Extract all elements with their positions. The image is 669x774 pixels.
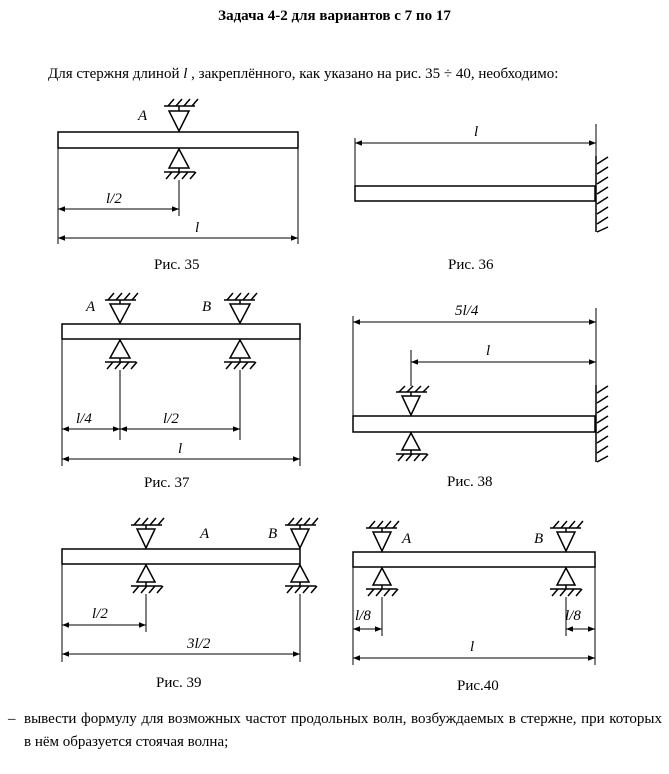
intro-after: , закреплённого, как указано на рис. 35 …	[187, 66, 559, 82]
support-b-top-39	[285, 517, 319, 550]
fig37-dim-quarter: l/4	[76, 411, 92, 427]
fig35-support-label: A	[137, 108, 148, 124]
support-b-bottom-40	[550, 566, 583, 597]
figures-drawing: A l/2 l l A B l/4 l/2 l 5l/4 l A B l/2 3…	[57, 98, 609, 665]
support-b-top-40	[550, 520, 584, 553]
fig37-support-b-label: B	[202, 299, 211, 315]
support-a-bottom-39	[131, 563, 164, 594]
support-a-bottom-37	[105, 338, 138, 370]
wall-36	[595, 156, 609, 233]
rod-40	[352, 551, 596, 568]
support-top-38	[396, 385, 430, 417]
rod-38	[352, 415, 596, 433]
rod-39	[61, 548, 301, 565]
bullet-text: вывести формулу для возможных частот про…	[24, 711, 662, 750]
fig40-caption: Рис.40	[457, 678, 499, 694]
fig40-dim-left: l/8	[355, 608, 371, 624]
support-a-top-39	[131, 517, 165, 550]
support-top-35	[164, 98, 199, 133]
fig40-support-a-label: A	[401, 531, 412, 547]
support-bottom-38	[396, 431, 429, 462]
support-a-bottom-40	[366, 566, 399, 597]
rod-35	[57, 131, 299, 149]
fig36-dim-full: l	[474, 124, 478, 140]
fig40-support-b-label: B	[534, 531, 543, 547]
figure-37	[61, 292, 301, 466]
fig37-dim-full: l	[178, 441, 182, 457]
task-title: Задача 4-2 для вариантов с 7 по 17	[218, 8, 451, 24]
fig35-dim-half: l/2	[106, 191, 122, 207]
fig37-support-a-label: A	[85, 299, 96, 315]
fig39-caption: Рис. 39	[156, 675, 202, 691]
support-a-top-40	[366, 520, 400, 553]
fig38-caption: Рис. 38	[447, 474, 493, 490]
intro-text: Для стержня длиной l , закреплённого, ка…	[48, 66, 558, 83]
bullet-dash: –	[8, 711, 16, 727]
fig39-dim-full: 3l/2	[186, 636, 211, 652]
figure-40	[352, 520, 596, 665]
figure-38	[352, 308, 609, 463]
figure-39	[61, 517, 319, 662]
fig39-dim-half: l/2	[92, 606, 108, 622]
support-b-bottom-37	[224, 338, 257, 370]
fig37-dim-half: l/2	[163, 411, 179, 427]
support-b-bottom-39	[285, 563, 318, 594]
fig36-caption: Рис. 36	[448, 257, 494, 273]
fig40-dim-right: l/8	[565, 608, 581, 624]
support-bottom-35	[164, 147, 197, 180]
fig39-support-a-label: A	[199, 526, 210, 542]
fig38-dim-long: 5l/4	[455, 303, 479, 319]
fig38-dim-full: l	[486, 343, 490, 359]
fig37-caption: Рис. 37	[144, 475, 190, 491]
support-b-top-37	[224, 292, 258, 325]
fig35-caption: Рис. 35	[154, 257, 200, 273]
figure-36	[354, 124, 609, 233]
support-a-top-37	[105, 292, 139, 325]
rod-36	[354, 185, 596, 202]
figure-35	[57, 98, 299, 244]
fig39-support-b-label: B	[268, 526, 277, 542]
wall-38	[595, 385, 609, 463]
fig35-dim-full: l	[195, 220, 199, 236]
intro-before: Для стержня длиной	[48, 66, 184, 82]
fig40-dim-full: l	[470, 639, 474, 655]
intro-variable: l	[183, 66, 188, 82]
bullet-item: – вывести формулу для возможных частот п…	[8, 708, 662, 754]
rod-37	[61, 323, 301, 340]
